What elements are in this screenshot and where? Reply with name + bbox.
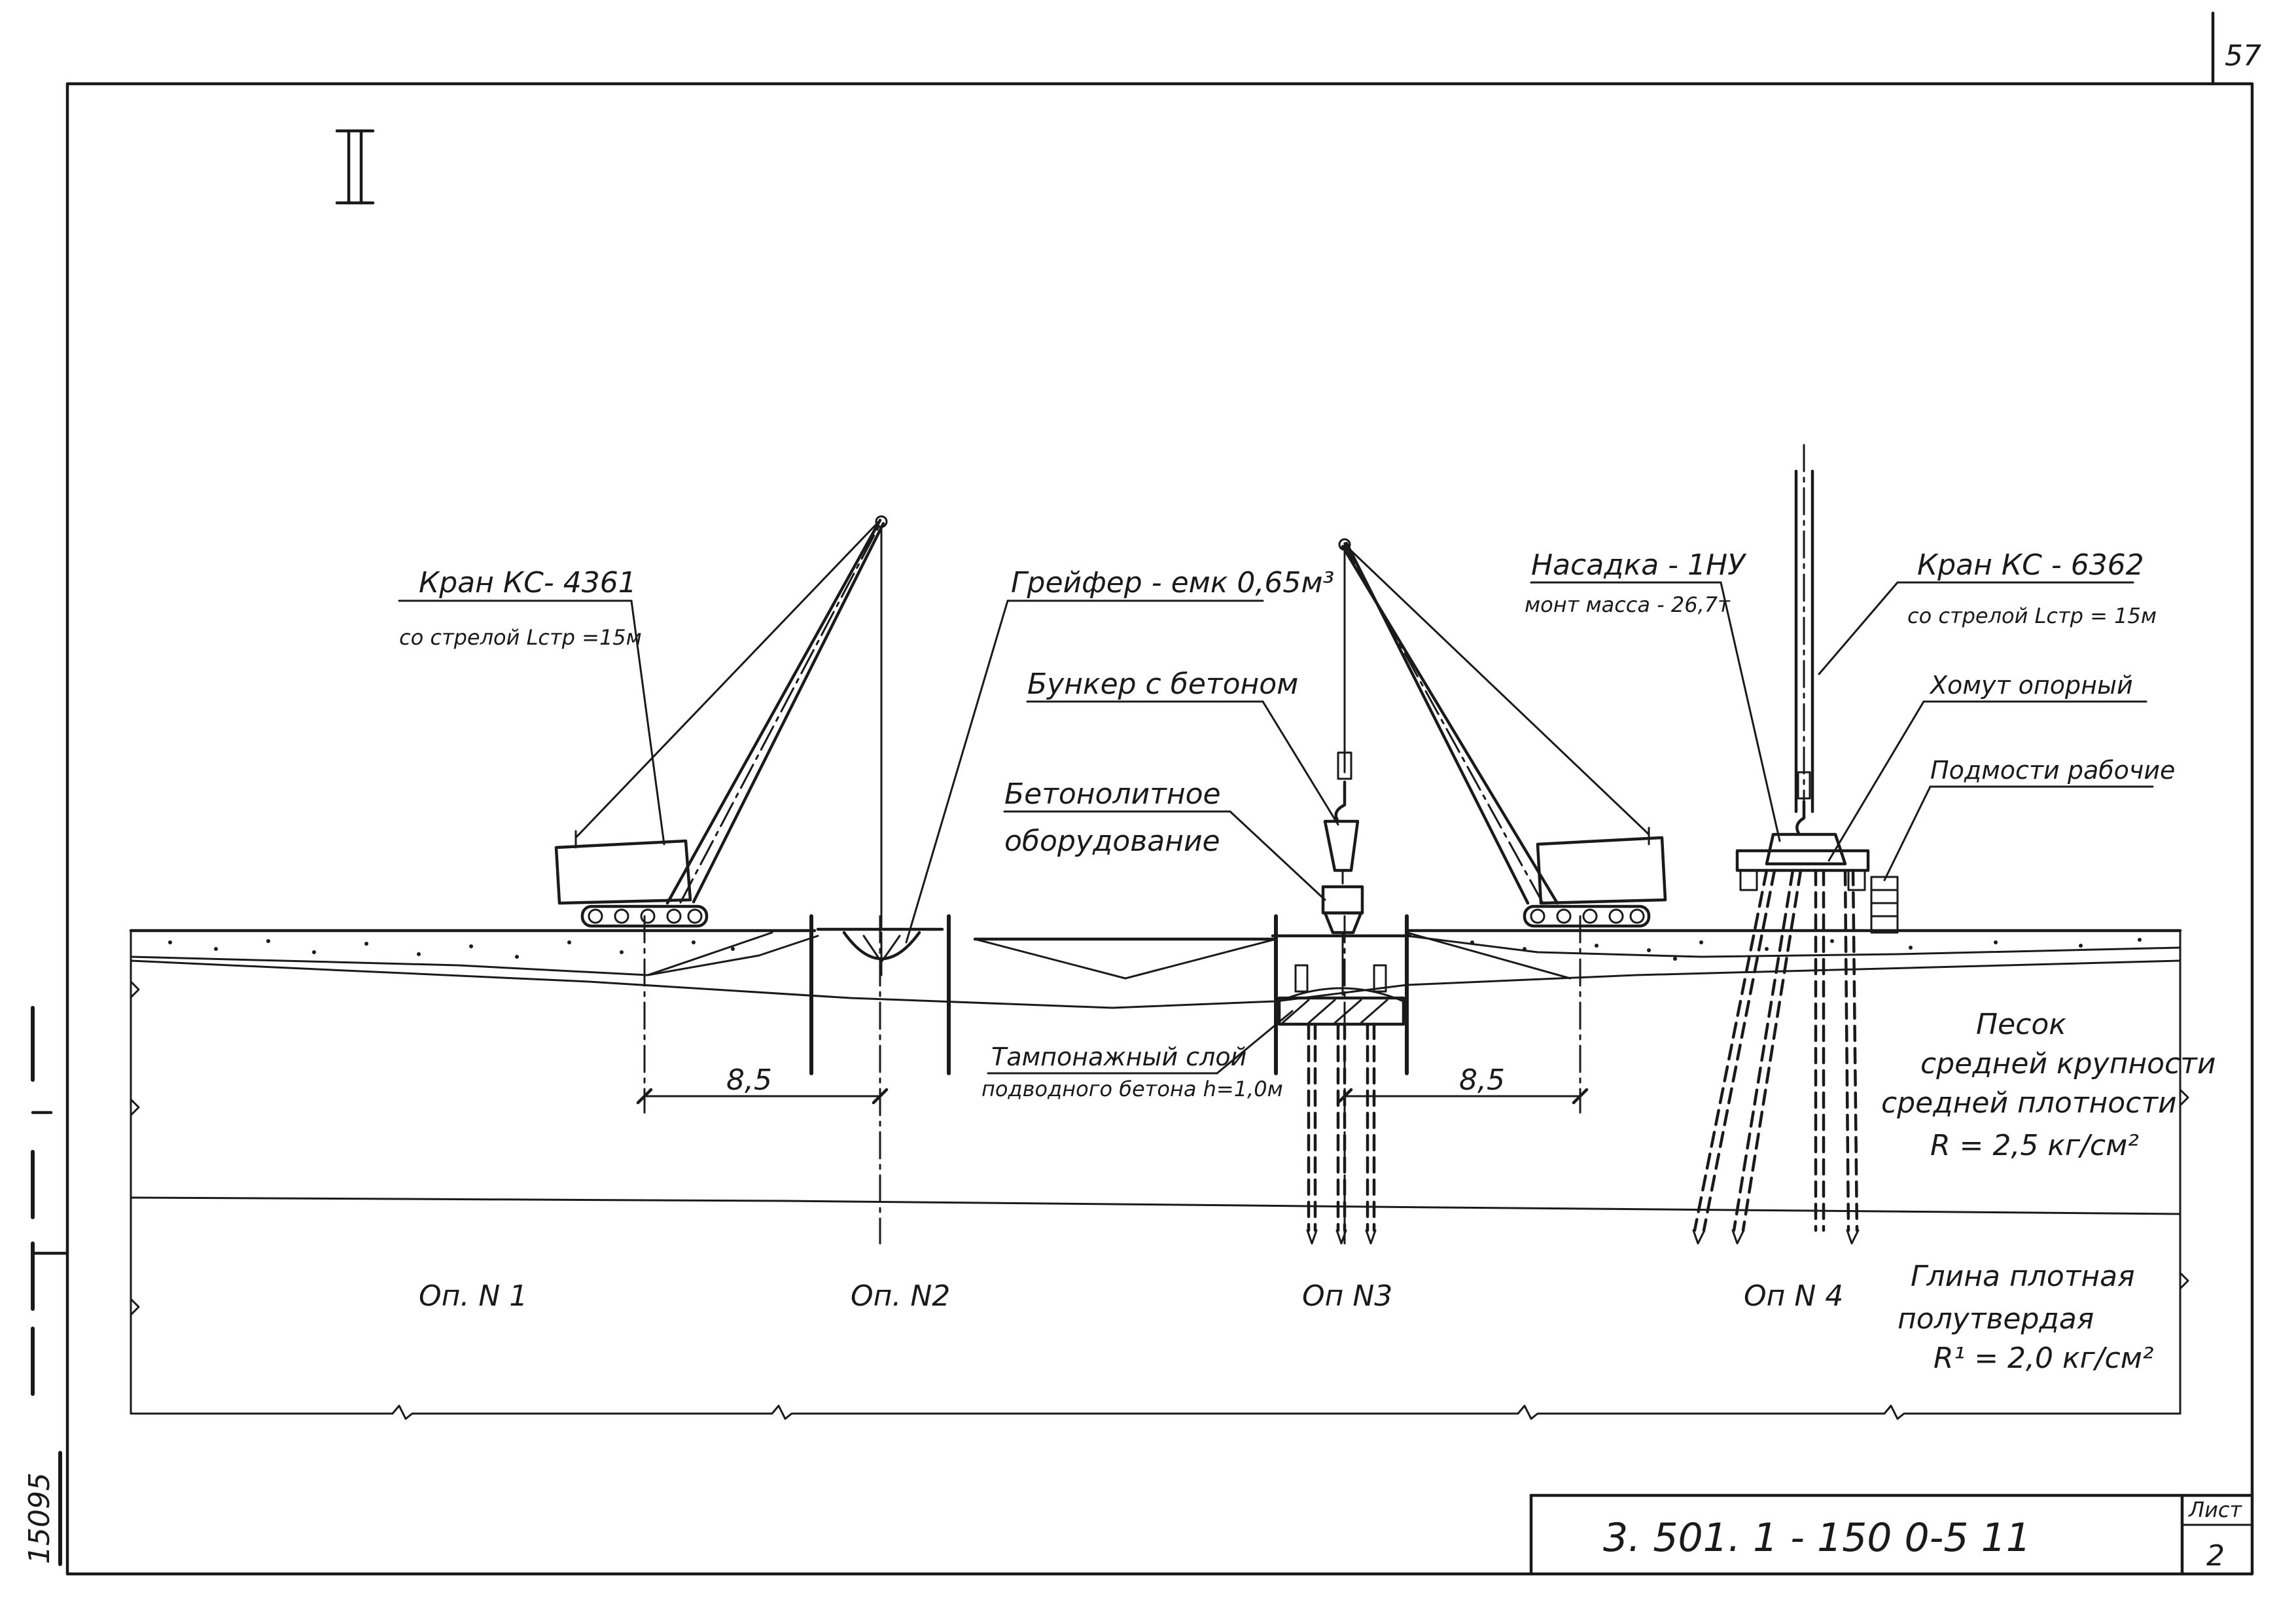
seal-layer-sub-label: подводного бетона h=1,0м	[981, 1077, 1283, 1101]
title-block	[1529, 1493, 2254, 1576]
crane2-label: Кран КС - 6362	[1917, 548, 2144, 582]
sheet-label: Лист	[2188, 1497, 2242, 1522]
nozzle-label: Насадка - 1НУ	[1531, 548, 1747, 582]
sand-label-1: Песок	[1976, 1008, 2066, 1041]
crane1-boom-label: со стрелой Lстр =15м	[399, 625, 642, 650]
callout-leaders	[398, 581, 2154, 1075]
sand-fill-dots	[168, 938, 2142, 961]
crane-ks-6362	[1692, 444, 1899, 1245]
corner-sheet-number: 57	[2225, 39, 2261, 73]
crane-ks-4361	[554, 515, 888, 931]
support-4-label: Оп N 4	[1744, 1279, 1843, 1313]
sand-label-2: средней крупности	[1920, 1047, 2216, 1080]
section-border	[130, 929, 2189, 1420]
document-designation: 3. 501. 1 - 150 0-5 11	[1603, 1515, 2031, 1561]
support-1-label: Оп. N 1	[419, 1279, 527, 1313]
dimension-right: 8,5	[1459, 1063, 1505, 1097]
nozzle-mass-label: монт масса - 26,7т	[1525, 592, 1731, 617]
crane2-boom-label: со стрелой Lстр = 15м	[1907, 603, 2157, 628]
clay-label-2: полутвердая	[1898, 1302, 2094, 1336]
concrete-equipment-label-1: Бетонолитное	[1004, 777, 1221, 811]
scaffold-label: Подмости рабочие	[1930, 756, 2175, 785]
cofferdam-support-3	[1271, 914, 1412, 1245]
archive-number: 15095	[23, 1472, 56, 1564]
clay-resistance: R¹ = 2,0 кг/см²	[1934, 1342, 2154, 1375]
seal-layer-label: Тампонажный слой	[991, 1043, 1246, 1071]
crane-hook-and-bunker	[1321, 542, 1364, 996]
bunker-label: Бункер с бетоном	[1027, 668, 1298, 701]
crane1-label: Кран КС- 4361	[419, 566, 637, 599]
concrete-equipment-label-2: оборудование	[1004, 825, 1220, 858]
support-3-label: Оп N3	[1302, 1279, 1392, 1313]
clamp-label: Хомут опорный	[1929, 671, 2133, 700]
sand-label-3: средней плотности	[1881, 1086, 2177, 1120]
dimension-left: 8,5	[726, 1063, 772, 1097]
grab-bucket	[809, 914, 951, 1075]
crane-support-3	[1338, 538, 1667, 928]
support-2-label: Оп. N2	[851, 1279, 950, 1313]
sheet-frame	[31, 11, 2254, 1576]
ground-profile	[129, 929, 2182, 1215]
sheet-number: 2	[2206, 1539, 2225, 1573]
section-numeral	[335, 129, 375, 205]
dimension-lines	[636, 1088, 1589, 1105]
sand-resistance: R = 2,5 кг/см²	[1930, 1129, 2139, 1162]
clay-label-1: Глина плотная	[1911, 1260, 2135, 1293]
grab-label: Грейфер - емк 0,65м³	[1011, 566, 1334, 599]
